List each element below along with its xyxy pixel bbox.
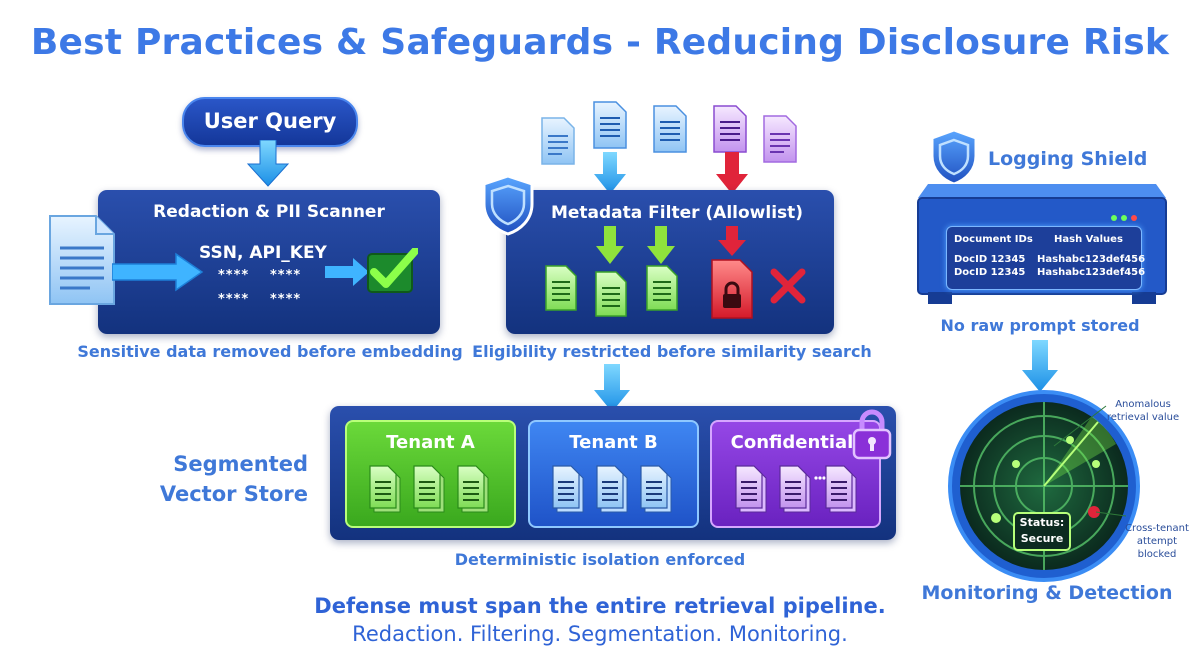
lock-icon <box>852 409 892 460</box>
mask-token: **** <box>270 292 302 307</box>
log-records-panel <box>946 226 1142 290</box>
log-doc-id: DocID 12345 <box>954 254 1026 265</box>
shield-icon <box>482 174 534 236</box>
close-icon <box>770 268 806 304</box>
document-icon <box>646 265 678 311</box>
metadata-filter-caption: Eligibility restricted before similarity… <box>472 342 872 361</box>
tenant-label: Tenant B <box>569 432 658 453</box>
log-doc-id: DocID 12345 <box>954 267 1026 278</box>
status-label: Status: <box>1019 516 1065 529</box>
page-title: Best Practices & Safeguards - Reducing D… <box>30 22 1170 63</box>
cross-tenant-label-line: attempt <box>1136 536 1178 547</box>
status-badge: Status: Secure <box>1013 512 1071 551</box>
shield-icon <box>930 128 978 186</box>
footer-headline: Defense must span the entire retrieval p… <box>314 594 886 618</box>
arrow-down-icon <box>596 226 624 264</box>
arrow-down-icon <box>716 152 748 194</box>
check-icon <box>367 248 418 293</box>
footer-subline: Redaction. Filtering. Segmentation. Moni… <box>352 622 848 646</box>
cross-tenant-label: Cross-tenant attempt blocked <box>1116 522 1198 561</box>
anomaly-label: Anomalous retrieval value <box>1098 398 1188 424</box>
document-icon <box>541 117 575 165</box>
radar-icon <box>948 390 1140 582</box>
vector-store-caption: Deterministic isolation enforced <box>454 550 746 569</box>
column-header: Document IDs <box>954 234 1033 245</box>
mask-token: **** <box>218 292 250 307</box>
anomaly-label-line: Anomalous <box>1115 399 1171 410</box>
logging-shield-title: Logging Shield <box>988 148 1148 170</box>
cross-tenant-label-line: Cross-tenant <box>1125 523 1189 534</box>
document-icon <box>763 115 797 163</box>
document-icon <box>653 105 687 153</box>
mask-token: **** <box>270 268 302 283</box>
document-stack-icon <box>735 465 857 513</box>
anomaly-label-line: retrieval value <box>1106 412 1180 423</box>
log-hash-value: Hashabc123def456 <box>1037 267 1146 278</box>
arrow-down-icon <box>1022 340 1058 392</box>
document-icon <box>49 215 115 305</box>
arrow-down-icon <box>594 364 630 412</box>
arrow-down-icon <box>718 226 746 256</box>
logging-caption: No raw prompt stored <box>940 316 1140 335</box>
vector-store-label-line: Vector Store <box>159 482 308 506</box>
tenant-label: Tenant A <box>386 432 475 453</box>
user-query-pill: User Query <box>182 97 358 147</box>
status-value: Secure <box>1020 532 1064 545</box>
redaction-title: Redaction & PII Scanner <box>153 202 385 222</box>
vector-store-label-line: Segmented <box>173 452 308 476</box>
locked-document-icon <box>711 259 753 319</box>
document-icon <box>595 271 627 317</box>
document-icon <box>593 101 627 149</box>
mask-token: **** <box>218 268 250 283</box>
arrow-right-icon <box>325 258 369 286</box>
redaction-caption: Sensitive data removed before embedding <box>77 342 463 361</box>
arrow-down-icon <box>594 152 626 194</box>
tenant-label: Confidential <box>730 432 854 453</box>
monitoring-caption: Monitoring & Detection <box>921 582 1173 604</box>
document-icon <box>545 265 577 311</box>
metadata-filter-title: Metadata Filter (Allowlist) <box>550 203 804 223</box>
arrow-right-icon <box>112 252 204 292</box>
document-stack-icon <box>369 465 489 513</box>
cross-tenant-label-line: blocked <box>1137 549 1177 560</box>
document-stack-icon <box>552 465 672 513</box>
log-hash-value: Hashabc123def456 <box>1037 254 1146 265</box>
arrow-down-icon <box>246 140 290 187</box>
vector-store-label: Segmented Vector Store <box>150 449 308 509</box>
document-icon <box>713 105 747 153</box>
arrow-down-icon <box>647 226 675 264</box>
column-header: Hash Values <box>1054 234 1123 245</box>
sensitive-fields-text: SSN, API_KEY <box>199 243 327 263</box>
